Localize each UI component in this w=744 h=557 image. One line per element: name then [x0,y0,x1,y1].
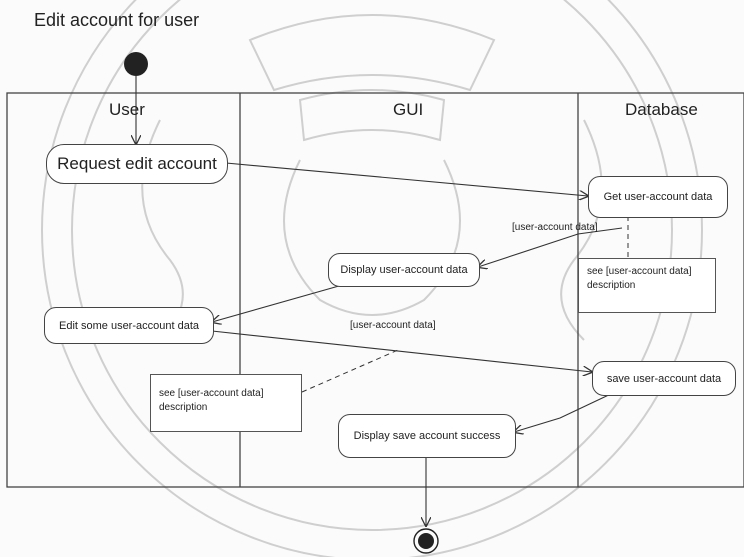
lane-header-user: User [109,100,145,119]
action-edit-some-user-account-data[interactable]: Edit some user-account data [44,307,214,344]
flows [136,76,623,526]
action-request-edit-account[interactable]: Request edit account [46,144,228,184]
note-user-line-2: description [159,402,208,413]
object-flow-label-1: [user-account data] [512,222,598,233]
note-db-line-1: see [user-account data] [587,266,692,277]
diagram-title: Edit account for user [34,10,200,30]
lane-header-database: Database [625,100,698,119]
note-user-description: see [user-account data] description [150,374,302,432]
initial-node [124,52,148,76]
flow-request-to-get [225,162,588,196]
lane-header-gui: GUI [393,100,424,119]
flow-get-to-display [478,227,623,267]
flow-display-to-edit [212,279,361,322]
swimlane-frame [6,92,744,488]
action-display-user-account-data[interactable]: Display user-account data [328,253,480,287]
note-db-line-2: description [587,280,636,291]
note-user-line-1: see [user-account data] [159,388,264,399]
note-anchor-user [301,349,399,393]
note-db-description: see [user-account data] description [578,258,716,313]
object-flow-label-2: [user-account data] [350,320,436,331]
final-node [413,528,439,554]
flow-edit-to-save [211,330,592,372]
note-anchors [301,216,629,393]
action-save-user-account-data[interactable]: save user-account data [592,361,736,396]
action-get-user-account-data[interactable]: Get user-account data [588,176,728,218]
action-display-save-account-success[interactable]: Display save account success [338,414,516,458]
flow-save-to-success [514,391,616,432]
